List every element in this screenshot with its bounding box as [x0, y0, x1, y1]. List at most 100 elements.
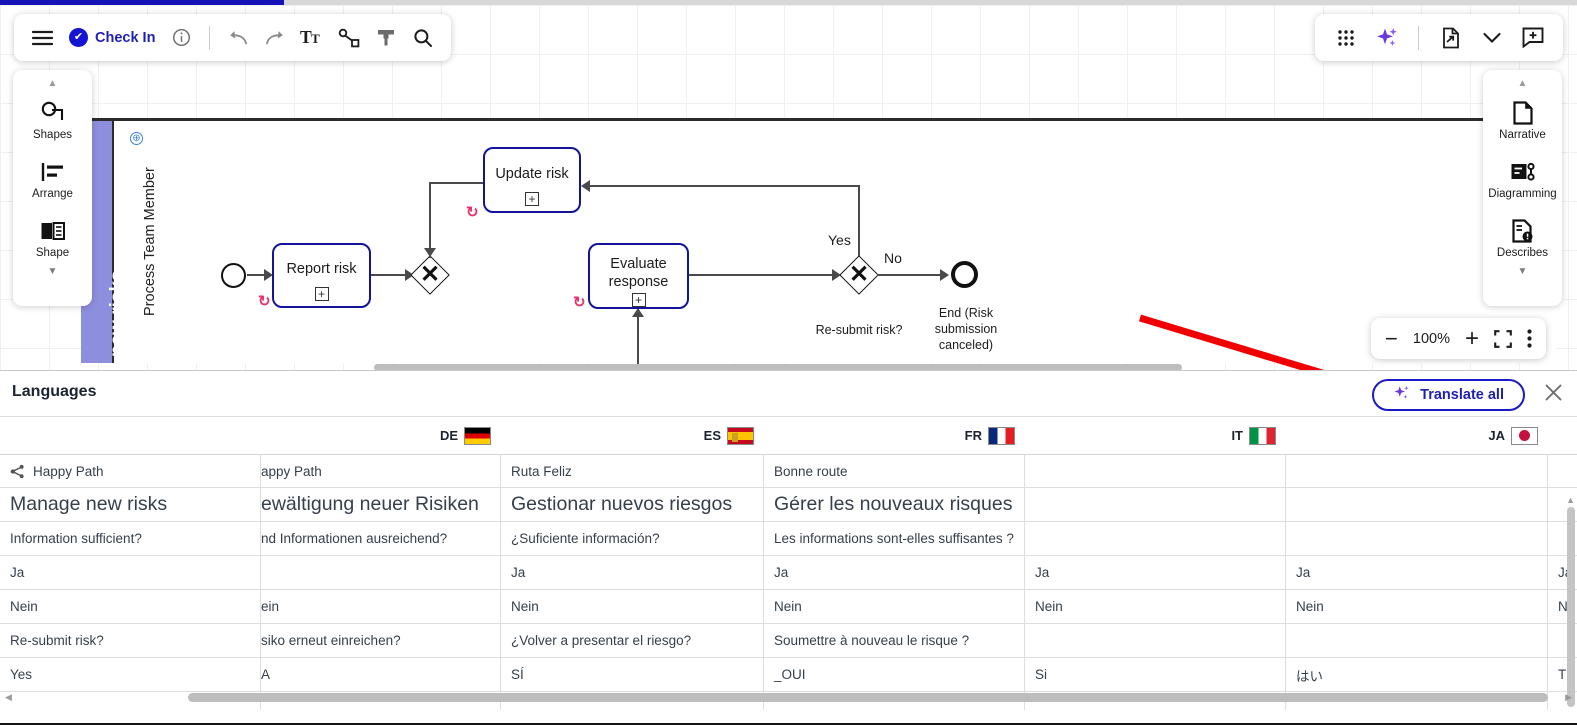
rail-item-diagramming[interactable]: Diagramming	[1483, 158, 1562, 200]
cell-es[interactable]: Gestionar nuevos riesgos	[501, 488, 764, 521]
table-row[interactable]: Re-submit risk? siko erneut einreichen? …	[0, 624, 1577, 658]
lane-header[interactable]: Process Team Member	[138, 153, 160, 323]
cell-it[interactable]	[1025, 624, 1286, 657]
end-event[interactable]	[951, 261, 978, 288]
more-vertical-icon[interactable]	[1527, 329, 1532, 348]
rail-item-narrative[interactable]: Narrative	[1483, 99, 1562, 141]
rail-item-arrange[interactable]: Arrange	[13, 158, 92, 200]
pool-anchor-icon[interactable]: ⊕	[130, 132, 143, 145]
cell-it[interactable]: Nein	[1025, 590, 1286, 623]
chevron-down-icon[interactable]	[1475, 21, 1508, 54]
zoom-out-button[interactable]: −	[1385, 325, 1398, 351]
cell-de[interactable]: siko erneut einreichen?	[261, 624, 501, 657]
right-toolbar[interactable]	[1315, 14, 1563, 61]
cell-source[interactable]: Re-submit risk?	[0, 624, 261, 657]
cell-it[interactable]: Ja	[1025, 556, 1286, 589]
zoom-in-button[interactable]: +	[1464, 324, 1479, 352]
redo-icon[interactable]	[258, 21, 291, 54]
table-horizontal-scrollbar[interactable]	[188, 693, 1548, 702]
cell-fr[interactable]: Bonne route	[764, 455, 1025, 487]
cell-ja[interactable]	[1286, 455, 1548, 487]
cell-de[interactable]: ein	[261, 590, 501, 623]
column-header-de[interactable]: DE	[261, 417, 501, 454]
table-row[interactable]: Happy Path appy Path Ruta Feliz Bonne ro…	[0, 455, 1577, 488]
cell-es[interactable]: ¿Suficiente información?	[501, 522, 764, 555]
task-report-risk[interactable]: Report risk +	[272, 243, 371, 308]
rail-item-shape[interactable]: Shape	[13, 217, 92, 259]
column-header-it[interactable]: IT	[1025, 417, 1286, 454]
hamburger-menu-icon[interactable]	[26, 21, 59, 54]
table-row[interactable]: Nein ein Nein Nein Nein Nein N	[0, 590, 1577, 624]
cell-de[interactable]: nd Informationen ausreichend?	[261, 522, 501, 555]
sparkles-ai-icon[interactable]	[1370, 21, 1403, 54]
cell-source[interactable]: Yes	[0, 658, 261, 691]
rail-scroll-down-icon[interactable]: ▼	[47, 266, 58, 277]
column-header-ja[interactable]: JA	[1286, 417, 1548, 454]
table-row[interactable]: Manage new risks ewältigung neuer Risike…	[0, 488, 1577, 522]
document-open-external-icon[interactable]	[1434, 21, 1467, 54]
cell-es[interactable]: Ja	[501, 556, 764, 589]
cell-fr[interactable]: Soumettre à nouveau le risque ?	[764, 624, 1025, 657]
cell-ja[interactable]	[1286, 488, 1548, 521]
translations-table[interactable]: Happy Path appy Path Ruta Feliz Bonne ro…	[0, 454, 1577, 710]
cell-source[interactable]: Happy Path	[0, 455, 261, 487]
cell-ja[interactable]	[1286, 522, 1548, 555]
check-in-button[interactable]: ✔ Check In	[63, 28, 161, 47]
info-icon[interactable]	[165, 21, 198, 54]
cell-it[interactable]: Si	[1025, 658, 1286, 691]
fit-screen-icon[interactable]	[1494, 329, 1512, 348]
right-rail[interactable]: ▲ Narrative Diagramming Describes ▼	[1483, 70, 1562, 306]
cell-fr[interactable]: Les informations sont-elles suffisantes …	[764, 522, 1025, 555]
table-scroll-up-icon[interactable]: ▲	[1566, 495, 1575, 505]
cell-es[interactable]: ¿Volver a presentar el riesgo?	[501, 624, 764, 657]
cell-fr[interactable]: Gérer les nouveaux risques	[764, 488, 1025, 521]
task-subprocess-marker[interactable]: +	[631, 293, 646, 307]
cell-es[interactable]: SÍ	[501, 658, 764, 691]
translate-all-button[interactable]: Translate all	[1372, 379, 1525, 411]
gateway-2[interactable]: ✕	[839, 255, 879, 295]
cell-source[interactable]: Nein	[0, 590, 261, 623]
cell-overflow[interactable]: N	[1558, 599, 1568, 614]
task-evaluate-response[interactable]: Evaluate response +	[588, 243, 689, 309]
connector-line-icon[interactable]	[332, 21, 365, 54]
rail-scroll-up-icon[interactable]: ▲	[1517, 78, 1528, 89]
cell-source[interactable]: Ja	[0, 556, 261, 589]
cell-overflow[interactable]	[1548, 455, 1577, 487]
add-comment-icon[interactable]	[1516, 21, 1549, 54]
cell-fr[interactable]: Nein	[764, 590, 1025, 623]
table-vertical-scrollbar[interactable]	[1567, 507, 1575, 707]
search-icon[interactable]	[406, 21, 439, 54]
task-update-risk[interactable]: Update risk +	[483, 147, 581, 213]
rail-item-shapes[interactable]: Shapes	[13, 99, 92, 141]
cell-ja[interactable]	[1286, 624, 1548, 657]
rail-scroll-down-icon[interactable]: ▼	[1517, 266, 1528, 277]
canvas-horizontal-scrollbar[interactable]	[374, 364, 1182, 370]
close-icon[interactable]	[1544, 383, 1563, 408]
table-row[interactable]: Ja Ja Ja Ja Ja Ja	[0, 556, 1577, 590]
task-subprocess-marker[interactable]: +	[525, 192, 539, 206]
left-rail[interactable]: ▲ Shapes Arrange Shape ▼	[13, 70, 92, 306]
table-scroll-left-icon[interactable]: ◀	[5, 692, 12, 702]
table-row[interactable]: Information sufficient? nd Informationen…	[0, 522, 1577, 556]
cell-source[interactable]: Information sufficient?	[0, 522, 261, 555]
zoom-toolbar[interactable]: − 100% +	[1371, 318, 1546, 359]
start-event[interactable]	[221, 263, 246, 288]
cell-source[interactable]: Manage new risks	[0, 488, 261, 521]
undo-icon[interactable]	[221, 21, 254, 54]
cell-it[interactable]	[1025, 455, 1286, 487]
cell-ja[interactable]: はい	[1286, 658, 1548, 691]
cell-ja[interactable]: Ja	[1286, 556, 1548, 589]
cell-es[interactable]: Nein	[501, 590, 764, 623]
cell-ja[interactable]: Nein	[1286, 590, 1548, 623]
cell-de[interactable]: ewältigung neuer Risiken	[261, 488, 501, 521]
cell-fr[interactable]: _OUI	[764, 658, 1025, 691]
rail-scroll-up-icon[interactable]: ▲	[47, 78, 58, 89]
cell-it[interactable]	[1025, 522, 1286, 555]
rail-item-describes[interactable]: Describes	[1483, 217, 1562, 259]
cell-it[interactable]	[1025, 488, 1286, 521]
column-header-source[interactable]	[0, 417, 261, 454]
cell-de[interactable]: appy Path	[261, 455, 501, 487]
cell-ja[interactable]	[1286, 692, 1548, 710]
